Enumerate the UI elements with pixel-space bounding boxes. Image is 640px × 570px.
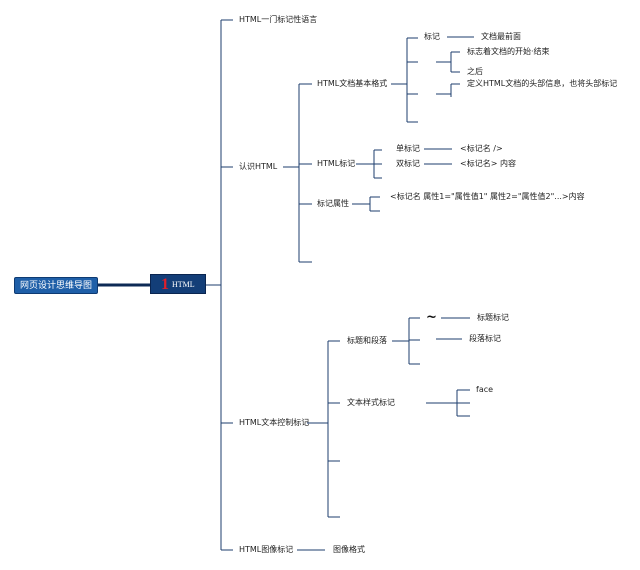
root-node[interactable]: 网页设计思维导图 <box>14 277 98 294</box>
node-face-attr[interactable]: face <box>476 385 494 394</box>
hub-node-label: HTML <box>172 280 195 289</box>
node-single-tag-syntax[interactable]: <标记名 /> <box>460 144 503 153</box>
html-hub-node[interactable]: 1 HTML <box>150 274 206 294</box>
node-double-tag-syntax[interactable]: <标记名> 内容 <box>460 159 516 168</box>
node-format-item-b[interactable]: 定义HTML文档的头部信息，也将头部标记 <box>467 79 618 88</box>
root-node-label: 网页设计思维导图 <box>19 281 92 291</box>
node-format-tag-desc[interactable]: 文档最前面 <box>481 32 521 41</box>
node-paragraph-tag[interactable]: 段落标记 <box>469 334 501 343</box>
node-single-tag[interactable]: 单标记 <box>396 144 420 153</box>
branch-image-tag[interactable]: HTML图像标记 <box>239 545 294 554</box>
node-format-tag[interactable]: 标记 <box>424 32 440 41</box>
node-heading-symbol[interactable]: ~ <box>426 310 437 325</box>
hub-number-badge: 1 <box>161 276 169 293</box>
node-heading-paragraph[interactable]: 标题和段落 <box>347 336 387 345</box>
node-double-tag[interactable]: 双标记 <box>396 159 420 168</box>
branch-know-html[interactable]: 认识HTML <box>239 162 278 171</box>
branch-intro[interactable]: HTML一门标记性语言 <box>239 15 318 24</box>
node-format-item-a-line1[interactable]: 标志着文档的开始·结束 <box>467 47 550 56</box>
node-html-tags[interactable]: HTML标记 <box>317 159 356 168</box>
node-doc-format[interactable]: HTML文档基本格式 <box>317 79 388 88</box>
node-heading-tag[interactable]: 标题标记 <box>477 313 509 322</box>
node-tag-attrs[interactable]: 标记属性 <box>317 199 349 208</box>
branch-text-control[interactable]: HTML文本控制标记 <box>239 418 310 427</box>
node-image-format[interactable]: 图像格式 <box>333 545 365 554</box>
node-text-style[interactable]: 文本样式标记 <box>347 398 395 407</box>
node-format-item-a-line2[interactable]: 之后 <box>467 67 483 76</box>
node-attrs-syntax[interactable]: <标记名 属性1="属性值1" 属性2="属性值2"...>内容 <box>390 192 585 201</box>
